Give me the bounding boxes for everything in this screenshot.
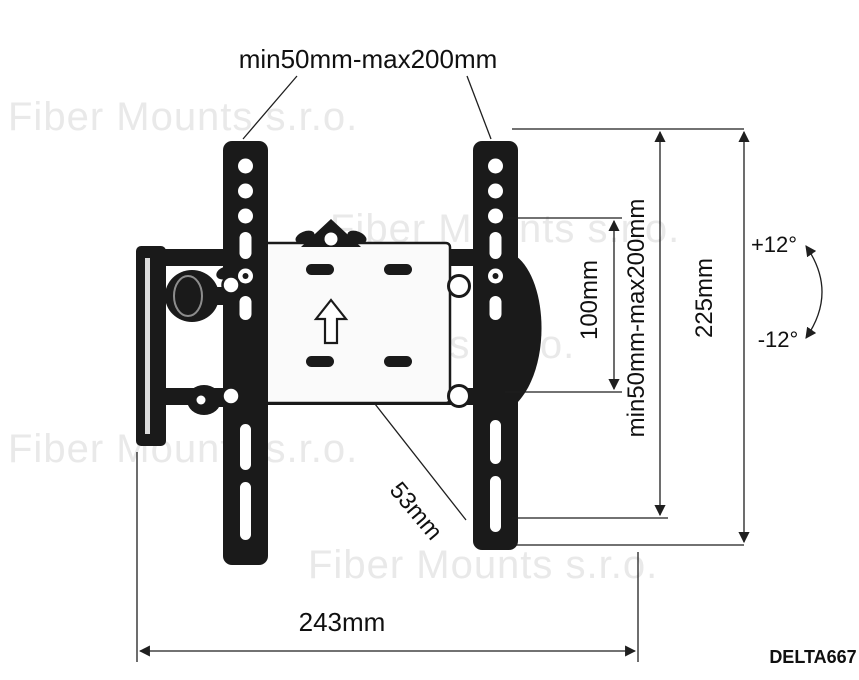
rail-hole [488,158,503,174]
model-code-label: DELTA667 [769,647,856,667]
watermark-text: Fiber Mounts s.r.o. [8,427,358,471]
dim-vertical-span-label: min50mm-max200mm [623,199,650,438]
dimension-annotations: min50mm-max200mm 100mm min50mm-max200mm … [136,44,823,662]
dim-53mm-label: 53mm [384,477,448,545]
hook-knob [447,384,471,408]
rail-hole [238,158,253,174]
mount-slot [384,356,412,367]
up-arrow-icon [313,298,349,345]
mount-slot [306,356,334,367]
rail-slot-long [490,476,501,532]
rail-hole [238,208,253,224]
rail-slot-long [240,424,251,470]
dim-243mm-label: 243mm [299,607,386,637]
wall-mount-drawing [136,141,542,565]
hook-knob [221,386,241,406]
hook-knob [221,275,241,295]
tilt-down-label: -12° [758,327,799,352]
rail-hole [488,208,503,224]
rail-slot [239,232,252,259]
side-profile-curve [516,256,542,404]
dim-225mm-label: 225mm [691,258,718,338]
rail-hole [238,183,253,199]
rail-slot-long [490,420,501,464]
watermark-text: Fiber Mounts s.r.o. [8,95,358,139]
wall-plate [262,219,452,405]
rail-hole [488,183,503,199]
tilt-knob-assembly [136,246,236,446]
hook-knob [447,274,471,298]
tilt-up-label: +12° [751,232,797,257]
dim-100mm-label: 100mm [576,260,603,340]
rail-slot [239,296,252,320]
rail-slot [489,232,502,259]
tilt-arc [805,245,823,339]
watermark-text: Fiber Mounts s.r.o. [308,543,658,587]
mount-slot [384,264,412,275]
tilt-annotation: +12° -12° [751,232,823,352]
dim-top-span-label: min50mm-max200mm [239,44,498,74]
vesa-rail-right [447,141,518,550]
vesa-rail-left [221,141,268,565]
rail-slot-long [240,482,251,540]
rail-slot [489,296,502,320]
mount-slot [306,264,334,275]
